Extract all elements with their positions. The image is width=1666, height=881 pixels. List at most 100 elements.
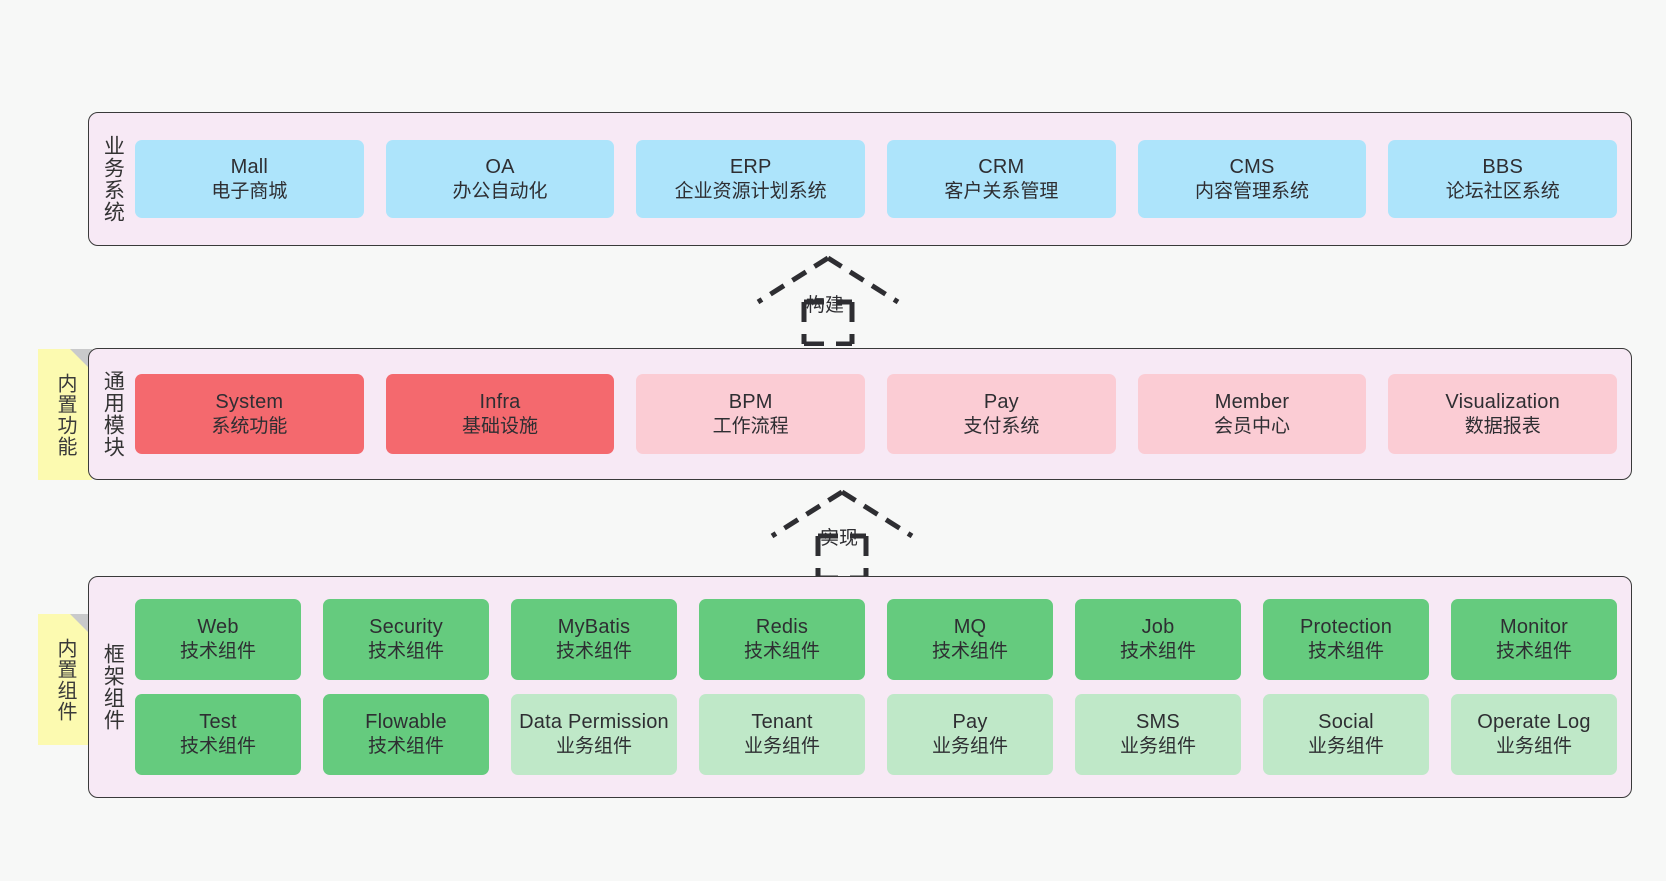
card-title: SMS [1136, 711, 1180, 734]
card-job[interactable]: Job 技术组件 [1075, 599, 1241, 680]
card-oa[interactable]: OA 办公自动化 [385, 140, 615, 218]
card-title: Flowable [365, 711, 447, 734]
connector-label-implement: 实现 [820, 528, 859, 549]
card-title: Job [1141, 616, 1175, 639]
card-infra[interactable]: Infra 基础设施 [385, 374, 615, 454]
card-row: Test 技术组件 Flowable 技术组件 Data Permission … [135, 694, 1617, 775]
card-subtitle: 业务组件 [1307, 736, 1384, 758]
card-subtitle: 企业资源计划系统 [674, 180, 827, 202]
card-title: Monitor [1499, 616, 1569, 639]
card-subtitle: 内容管理系统 [1195, 180, 1310, 202]
card-row: System 系统功能 Infra 基础设施 BPM 工作流程 Pay 支付系统… [135, 374, 1618, 454]
card-member[interactable]: Member 会员中心 [1137, 374, 1367, 454]
connector-label-build: 构建 [806, 295, 845, 316]
card-title: Security [369, 616, 443, 639]
card-crm[interactable]: CRM 客户关系管理 [887, 140, 1116, 218]
card-subtitle: 技术组件 [367, 736, 444, 758]
layer-framework-components: 框架组件 Web 技术组件 Security 技术组件 MyBatis 技术组件… [88, 576, 1632, 798]
card-title: Web [197, 616, 239, 639]
card-subtitle: 技术组件 [743, 641, 820, 663]
sticky-note-builtin-components: 内置组件 [38, 614, 92, 745]
card-title: Pay [983, 390, 1019, 413]
card-subtitle: 业务组件 [555, 736, 632, 758]
card-subtitle: 技术组件 [367, 641, 444, 663]
card-security[interactable]: Security 技术组件 [323, 599, 489, 680]
card-title: System [215, 390, 284, 413]
card-title: Operate Log [1477, 711, 1591, 734]
card-subtitle: 业务组件 [1495, 736, 1572, 758]
card-subtitle: 系统功能 [211, 415, 288, 437]
card-system[interactable]: System 系统功能 [135, 374, 364, 454]
card-subtitle: 办公自动化 [452, 180, 548, 202]
card-mq[interactable]: MQ 技术组件 [887, 599, 1053, 680]
card-subtitle: 电子商城 [211, 180, 288, 202]
card-redis[interactable]: Redis 技术组件 [699, 599, 865, 680]
card-title: Data Permission [519, 711, 669, 734]
card-operate-log[interactable]: Operate Log 业务组件 [1451, 694, 1617, 775]
card-test[interactable]: Test 技术组件 [135, 694, 301, 775]
card-row: Mall 电子商城 OA 办公自动化 ERP 企业资源计划系统 CRM 客户关系… [135, 140, 1618, 218]
card-subtitle: 业务组件 [1119, 736, 1196, 758]
card-title: Visualization [1445, 390, 1560, 413]
card-subtitle: 客户关系管理 [944, 180, 1059, 202]
sticky-note-builtin-features: 内置功能 [38, 349, 92, 480]
card-data-permission[interactable]: Data Permission 业务组件 [511, 694, 677, 775]
card-subtitle: 工作流程 [712, 415, 789, 437]
card-title: BBS [1482, 155, 1523, 178]
layer-common-modules: 通用模块 System 系统功能 Infra 基础设施 BPM 工作流程 Pay… [88, 348, 1632, 480]
card-title: CMS [1229, 155, 1275, 178]
card-mybatis[interactable]: MyBatis 技术组件 [511, 599, 677, 680]
card-tenant[interactable]: Tenant 业务组件 [699, 694, 865, 775]
card-monitor[interactable]: Monitor 技术组件 [1451, 599, 1617, 680]
card-title: Test [199, 711, 237, 734]
layer-label-common: 通用模块 [101, 370, 125, 458]
card-subtitle: 技术组件 [1495, 641, 1572, 663]
card-flowable[interactable]: Flowable 技术组件 [323, 694, 489, 775]
card-title: OA [485, 155, 515, 178]
card-subtitle: 技术组件 [179, 736, 256, 758]
card-subtitle: 支付系统 [963, 415, 1040, 437]
card-title: Member [1214, 390, 1290, 413]
card-pay-business[interactable]: Pay 业务组件 [887, 694, 1053, 775]
card-subtitle: 数据报表 [1464, 415, 1541, 437]
layer-label-framework: 框架组件 [101, 643, 125, 731]
card-title: MyBatis [557, 616, 631, 639]
card-title: Tenant [751, 711, 813, 734]
card-subtitle: 技术组件 [1119, 641, 1196, 663]
card-web[interactable]: Web 技术组件 [135, 599, 301, 680]
card-bbs[interactable]: BBS 论坛社区系统 [1388, 140, 1618, 218]
card-subtitle: 技术组件 [931, 641, 1008, 663]
card-mall[interactable]: Mall 电子商城 [135, 140, 364, 218]
card-social[interactable]: Social 业务组件 [1263, 694, 1429, 775]
card-protection[interactable]: Protection 技术组件 [1263, 599, 1429, 680]
layer-business-systems: 业务系统 Mall 电子商城 OA 办公自动化 ERP 企业资源计划系统 CRM… [88, 112, 1632, 246]
card-subtitle: 技术组件 [555, 641, 632, 663]
card-title: Redis [755, 616, 809, 639]
card-title: CRM [978, 155, 1025, 178]
card-subtitle: 技术组件 [1307, 641, 1384, 663]
card-subtitle: 论坛社区系统 [1445, 180, 1560, 202]
card-subtitle: 业务组件 [931, 736, 1008, 758]
card-pay[interactable]: Pay 支付系统 [887, 374, 1116, 454]
card-title: ERP [729, 155, 772, 178]
card-subtitle: 会员中心 [1214, 415, 1291, 437]
card-row: Web 技术组件 Security 技术组件 MyBatis 技术组件 Redi… [135, 599, 1617, 680]
card-title: Pay [952, 711, 988, 734]
card-subtitle: 基础设施 [462, 415, 539, 437]
card-erp[interactable]: ERP 企业资源计划系统 [636, 140, 866, 218]
card-cms[interactable]: CMS 内容管理系统 [1137, 140, 1367, 218]
card-bpm[interactable]: BPM 工作流程 [636, 374, 866, 454]
card-subtitle: 技术组件 [179, 641, 256, 663]
layer-body-common: System 系统功能 Infra 基础设施 BPM 工作流程 Pay 支付系统… [135, 349, 1631, 479]
layer-label-business: 业务系统 [101, 135, 125, 223]
card-title: Social [1318, 711, 1374, 734]
card-title: Protection [1299, 616, 1393, 639]
layer-body-framework: Web 技术组件 Security 技术组件 MyBatis 技术组件 Redi… [135, 577, 1631, 797]
card-title: BPM [728, 390, 773, 413]
layer-body-business: Mall 电子商城 OA 办公自动化 ERP 企业资源计划系统 CRM 客户关系… [135, 113, 1631, 245]
card-subtitle: 业务组件 [743, 736, 820, 758]
card-title: Infra [479, 390, 521, 413]
card-title: Mall [230, 155, 269, 178]
card-visualization[interactable]: Visualization 数据报表 [1388, 374, 1618, 454]
card-sms[interactable]: SMS 业务组件 [1075, 694, 1241, 775]
